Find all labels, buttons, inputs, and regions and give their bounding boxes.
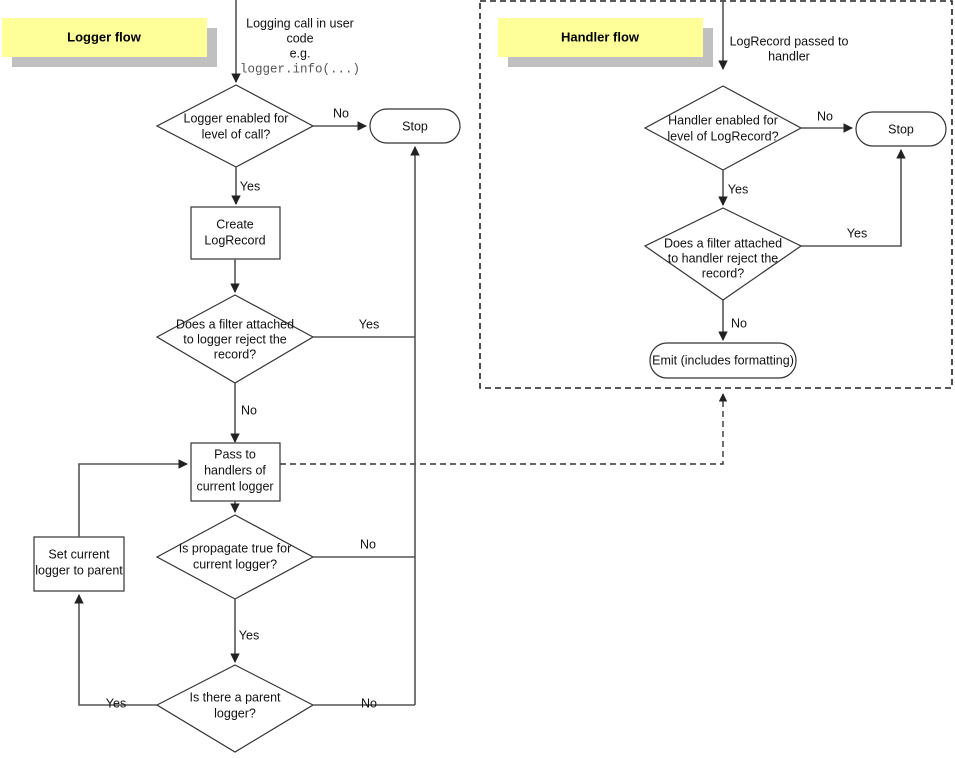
node-emit[interactable]: Emit (includes formatting) xyxy=(649,342,797,379)
node-handler-filter-line3: record? xyxy=(702,266,744,280)
node-emit-shape xyxy=(649,342,797,379)
handler-entry-caption-line2: handler xyxy=(768,49,810,63)
node-handler-stop-shape xyxy=(855,111,947,147)
node-is-propagate-line1: Is propagate true for xyxy=(179,541,292,555)
node-handler-enabled-shape xyxy=(643,85,803,171)
node-logger-stop-label: Stop xyxy=(402,119,428,133)
node-is-propagate-line2: current logger? xyxy=(193,557,277,571)
edge-label-handler-enabled-yes: Yes xyxy=(728,182,748,196)
node-handler-enabled-line2: level of LogRecord? xyxy=(667,129,778,143)
node-logger-filter[interactable]: Does a filter attached to logger reject … xyxy=(155,294,315,384)
node-handler-enabled[interactable]: Handler enabled for level of LogRecord? xyxy=(643,85,803,171)
logger-entry-caption: Logging call in user code e.g. logger.in… xyxy=(240,16,360,76)
node-logger-filter-line2: to logger reject the xyxy=(183,332,287,346)
node-handler-filter[interactable]: Does a filter attached to handler reject… xyxy=(643,207,803,301)
node-set-parent[interactable]: Set current logger to parent xyxy=(33,536,125,592)
node-logger-filter-line3: record? xyxy=(214,347,256,361)
node-handler-filter-line2: to handler reject the xyxy=(668,251,779,265)
node-create-logrecord-shape xyxy=(190,206,281,260)
node-is-propagate[interactable]: Is propagate true for current logger? xyxy=(155,514,315,600)
node-create-logrecord-line1: Create xyxy=(216,217,254,231)
edge-label-logger-filter-no: No xyxy=(241,403,257,417)
edge-label-propagate-yes: Yes xyxy=(239,628,259,642)
edge-label-handler-enabled-no: No xyxy=(817,109,833,123)
node-handler-filter-line1: Does a filter attached xyxy=(664,236,782,250)
node-logger-enabled-line1: Logger enabled for xyxy=(184,111,289,125)
node-has-parent-line2: logger? xyxy=(214,706,256,720)
handler-entry-caption: LogRecord passed to handler xyxy=(730,34,849,63)
node-set-parent-line2: logger to parent xyxy=(35,563,123,577)
edge-set-parent-to-pass xyxy=(78,459,188,537)
edge-label-logger-enabled-no: No xyxy=(333,106,349,120)
edge-pass-to-handler-flow-dashed xyxy=(280,393,728,465)
node-pass-to-handlers-line1: Pass to xyxy=(214,447,256,461)
logger-entry-caption-line2: code xyxy=(286,31,313,45)
node-has-parent-line1: Is there a parent xyxy=(189,690,281,704)
logger-entry-caption-code: logger.info(...) xyxy=(240,62,360,76)
logger-flow-label: Logger flow xyxy=(2,18,217,67)
node-logger-enabled[interactable]: Logger enabled for level of call? xyxy=(155,84,315,168)
handler-flow-group-border xyxy=(479,0,953,389)
handler-flow-label-box xyxy=(498,18,703,57)
node-logger-enabled-shape xyxy=(155,84,315,168)
logger-flow-label-box xyxy=(2,18,207,57)
edge-label-handler-filter-yes: Yes xyxy=(847,226,867,240)
node-has-parent[interactable]: Is there a parent logger? xyxy=(155,664,315,753)
node-create-logrecord[interactable]: Create LogRecord xyxy=(190,206,281,260)
handler-flow-label: Handler flow xyxy=(498,18,713,67)
node-set-parent-line1: Set current xyxy=(48,547,110,561)
node-handler-stop-label: Stop xyxy=(888,122,914,136)
node-logger-stop-shape xyxy=(369,108,461,144)
logger-entry-caption-line3: e.g. xyxy=(290,46,311,60)
edge-label-logger-enabled-yes: Yes xyxy=(240,179,260,193)
handler-entry-caption-line1: LogRecord passed to xyxy=(730,34,849,48)
node-pass-to-handlers[interactable]: Pass to handlers of current logger xyxy=(190,442,281,502)
node-logger-enabled-line2: level of call? xyxy=(202,127,271,141)
node-logger-filter-line1: Does a filter attached xyxy=(176,317,294,331)
node-create-logrecord-line2: LogRecord xyxy=(204,233,265,247)
node-handler-enabled-line1: Handler enabled for xyxy=(668,113,778,127)
node-pass-to-handlers-line3: current logger xyxy=(196,479,273,493)
edge-label-has-parent-yes: Yes xyxy=(106,696,126,710)
node-has-parent-shape xyxy=(155,664,315,753)
node-logger-stop[interactable]: Stop xyxy=(369,108,461,144)
node-set-parent-shape xyxy=(33,536,125,592)
edge-label-handler-filter-no: No xyxy=(731,316,747,330)
logger-flow-label-text: Logger flow xyxy=(67,29,142,44)
logger-entry-caption-line1: Logging call in user xyxy=(246,16,354,30)
edge-label-propagate-no: No xyxy=(360,537,376,551)
handler-flow-label-text: Handler flow xyxy=(561,29,640,44)
node-handler-stop[interactable]: Stop xyxy=(855,111,947,147)
node-emit-label: Emit (includes formatting) xyxy=(652,353,794,367)
node-pass-to-handlers-shape xyxy=(190,442,281,502)
edge-has-parent-yes xyxy=(74,594,157,706)
edge-handler-filter-yes xyxy=(801,149,906,247)
edge-label-logger-filter-yes: Yes xyxy=(359,317,379,331)
node-pass-to-handlers-line2: handlers of xyxy=(204,463,266,477)
edge-label-has-parent-no: No xyxy=(361,696,377,710)
